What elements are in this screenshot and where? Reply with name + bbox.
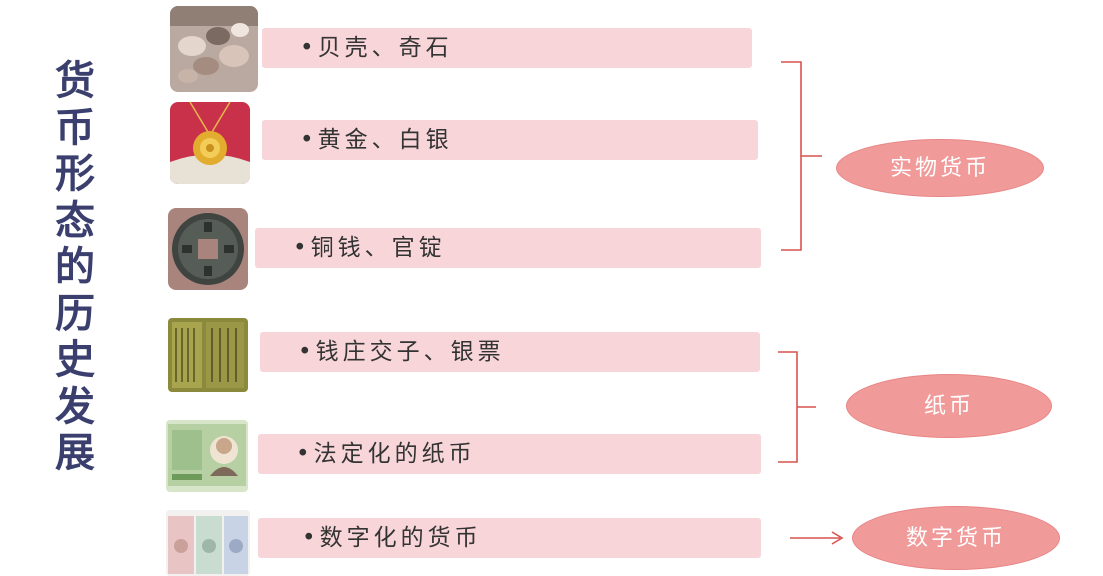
digital-currency-icon [166,510,250,576]
category-label: 实物货币 [889,156,990,181]
title-char: 发 [55,383,95,430]
stage-bar-shells: •贝壳、奇石 [262,28,752,68]
shells-icon [170,6,258,92]
title-char: 的 [55,244,95,290]
jiaozi-banknote-icon [168,318,248,392]
title-char: 币 [55,104,95,151]
stage-bar-digital: •数字化的货币 [258,518,761,558]
stage-bar-paper-money: •法定化的纸币 [258,434,761,474]
stage-label: •铜钱、官锭 [293,235,446,261]
title-char: 态 [55,197,95,244]
category-label: 数字货币 [905,526,1006,551]
title-char: 货 [55,58,95,104]
page-title: 货 币 形 态 的 历 史 发 展 [50,58,100,477]
bracket-paper [778,351,798,463]
stage-bar-jiaozi: •钱庄交子、银票 [260,332,760,372]
paper-banknote-icon [166,420,248,492]
category-label: 纸币 [923,394,974,419]
title-char: 史 [55,337,95,383]
category-digital-money: 数字货币 [852,506,1060,570]
stage-label: •黄金、白银 [300,127,453,153]
category-physical-money: 实物货币 [836,139,1044,197]
arrow-digital-head [831,531,844,545]
stage-label: •钱庄交子、银票 [298,339,505,365]
category-paper-money: 纸币 [846,374,1052,438]
stage-bar-gold-silver: •黄金、白银 [262,120,758,160]
gold-pendant-icon [170,102,250,184]
title-char: 历 [55,290,95,337]
stage-label: •法定化的纸币 [296,441,476,467]
stage-bar-copper-coins: •铜钱、官锭 [255,228,761,268]
bracket-physical [781,61,802,251]
stage-label: •数字化的货币 [302,525,482,551]
copper-coin-icon [168,208,248,290]
title-char: 形 [55,151,95,197]
stage-label: •贝壳、奇石 [300,35,453,61]
title-char: 展 [55,430,95,476]
